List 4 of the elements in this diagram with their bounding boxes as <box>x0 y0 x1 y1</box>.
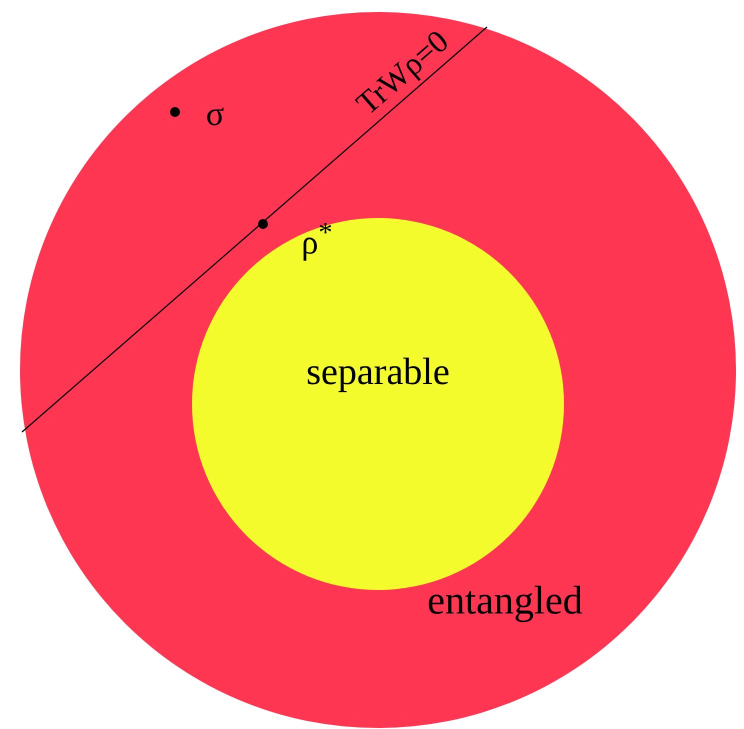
region-label: entangled <box>427 576 583 624</box>
state-symbol: ρ$^{*}$ <box>301 219 333 261</box>
state-symbol: σ <box>206 98 224 132</box>
region-label: separable <box>306 350 450 394</box>
